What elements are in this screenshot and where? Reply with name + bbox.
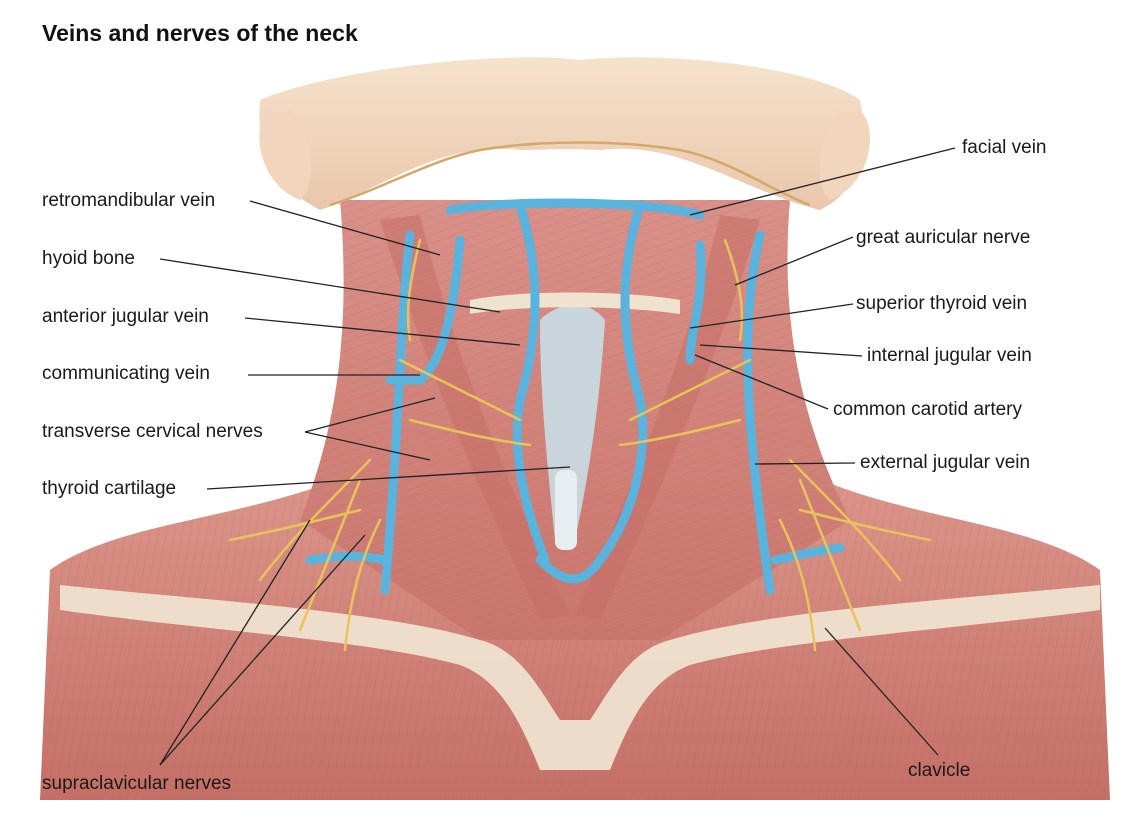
label-supraclavicular-nerves: supraclavicular nerves — [42, 773, 232, 794]
label-transverse-cervical-nerves: transverse cervical nerves — [42, 421, 263, 442]
leader-lines — [159, 147, 956, 766]
label-common-carotid-artery: common carotid artery — [833, 399, 1023, 420]
thyroid-cartilage — [540, 305, 605, 550]
veins — [305, 198, 845, 595]
clavicle-bone — [60, 585, 1100, 770]
label-great-auricular-nerve: great auricular nerve — [856, 227, 1031, 248]
label-facial-vein: facial vein — [962, 137, 1047, 158]
label-anterior-jugular-vein: anterior jugular vein — [42, 306, 209, 327]
label-retromandibular-vein: retromandibular vein — [42, 190, 216, 211]
label-communicating-vein: communicating vein — [42, 363, 210, 384]
label-external-jugular-vein: external jugular vein — [860, 452, 1031, 473]
label-hyoid-bone: hyoid bone — [42, 248, 135, 269]
nerves — [228, 238, 932, 652]
diagram-title: Veins and nerves of the neck — [42, 20, 358, 46]
label-internal-jugular-vein: internal jugular vein — [867, 345, 1032, 366]
label-superior-thyroid-vein: superior thyroid vein — [856, 293, 1028, 314]
label-clavicle: clavicle — [908, 760, 971, 781]
label-thyroid-cartilage: thyroid cartilage — [42, 478, 177, 499]
head-jaw — [259, 57, 870, 211]
